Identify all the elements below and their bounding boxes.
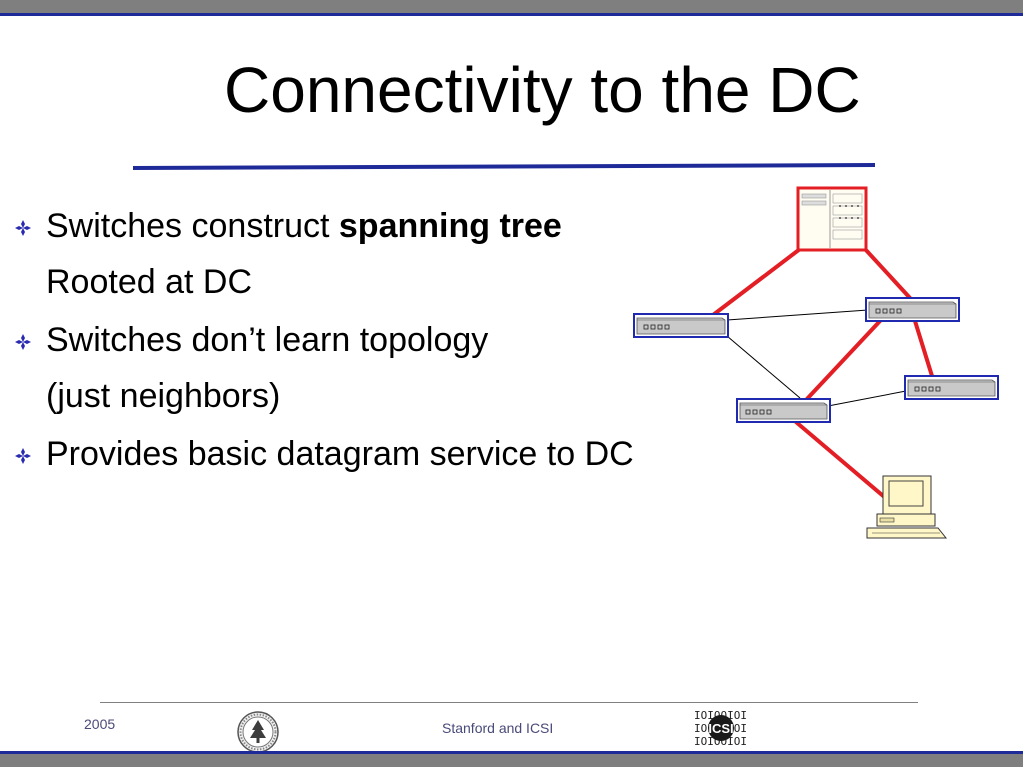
plain-link <box>726 309 869 321</box>
computer-icon <box>866 475 948 539</box>
bottom-frame-bar <box>0 754 1023 767</box>
bullet-text: (just neighbors) <box>46 377 281 415</box>
top-frame-bar <box>0 0 1023 13</box>
switch-icon <box>633 313 729 338</box>
icsi-logo: IOIOOIOI IOIOOIOI IOIOOIOI ICSI <box>694 709 747 748</box>
tree-link <box>863 247 912 300</box>
footer-center-text: Stanford and ICSI <box>442 720 554 736</box>
diamond-bullet-icon <box>15 334 31 350</box>
diamond-bullet-icon <box>15 220 31 236</box>
switch-icon <box>736 398 831 423</box>
top-accent-line <box>0 13 1023 16</box>
diamond-bullet-icon <box>15 448 31 464</box>
tree-link <box>794 420 897 508</box>
tree-link <box>913 319 934 378</box>
plain-link <box>726 335 801 399</box>
icsi-logo-text: ICSI <box>708 721 733 736</box>
dc-server-icon <box>796 186 868 252</box>
slide-title: Connectivity to the DC <box>224 54 861 126</box>
tree-link <box>804 319 882 402</box>
bullet-emphasis: spanning tree <box>338 207 562 245</box>
switch-icon <box>865 297 960 322</box>
spanning-tree-links <box>711 247 934 508</box>
footer-year: 2005 <box>84 716 116 732</box>
bullet-text: Provides basic datagram service to DC <box>46 435 634 473</box>
plain-link <box>827 390 907 407</box>
stanford-seal-logo <box>237 711 279 753</box>
footer-divider <box>100 702 918 703</box>
tree-link <box>711 247 802 317</box>
bullet-text: Rooted at DC <box>46 263 252 301</box>
bullet-text: Switches construct spanning tree <box>46 207 562 245</box>
bottom-accent-line <box>0 751 1023 754</box>
icsi-bits-row: IOIOOIOI <box>694 735 747 748</box>
switch-icon <box>904 375 999 400</box>
bullet-text: Switches don’t learn topology <box>46 321 489 359</box>
